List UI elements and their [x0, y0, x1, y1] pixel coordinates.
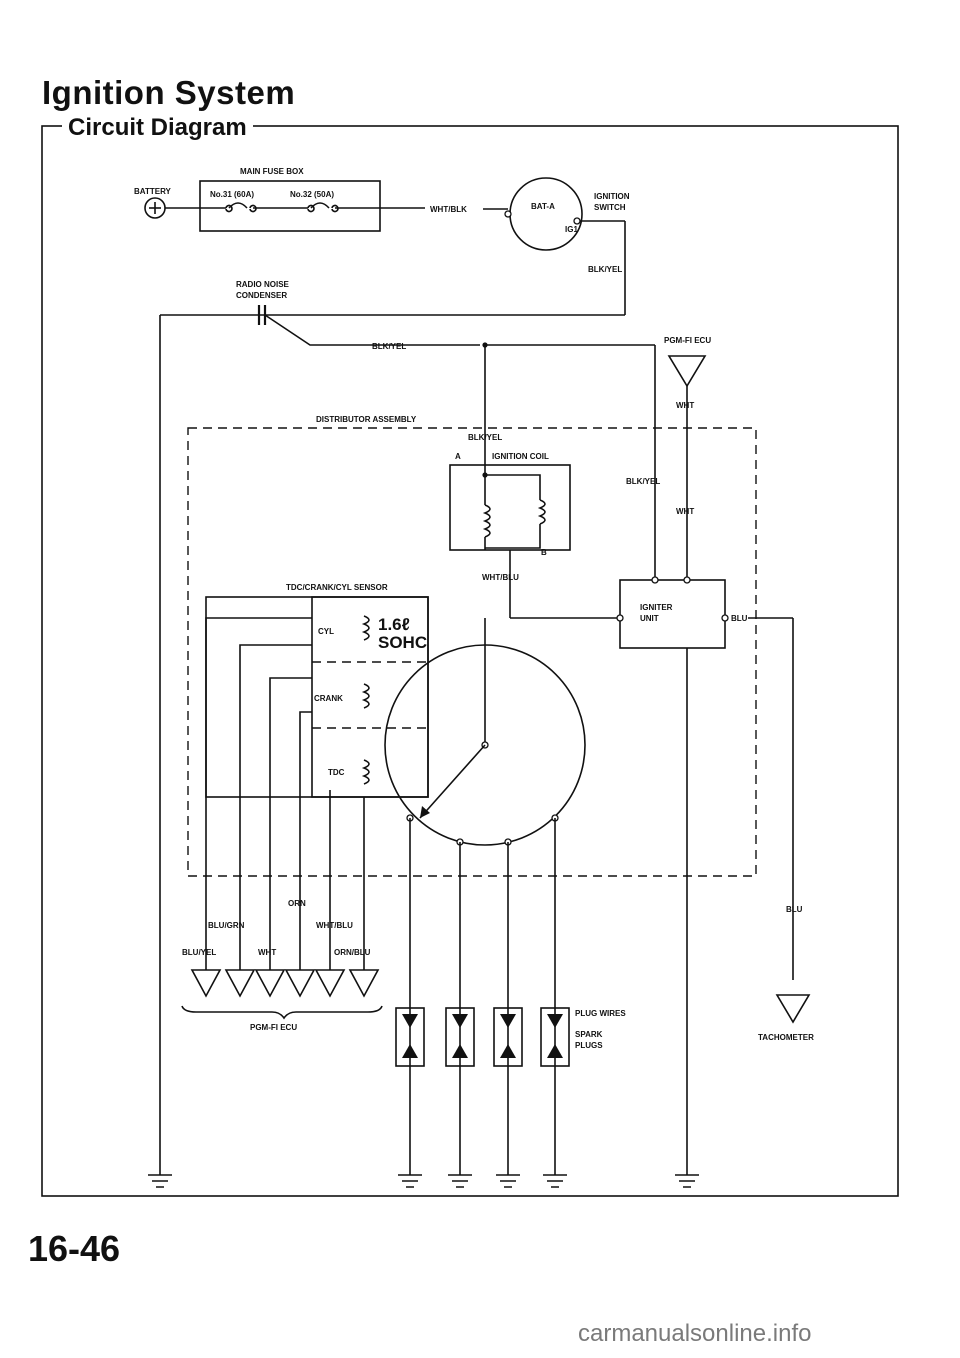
blk-yel-coil-label: BLK/YEL	[468, 433, 502, 442]
coil-primary-winding	[482, 504, 491, 550]
wht-top-label: WHT	[676, 401, 694, 410]
ignition-coil	[449, 464, 571, 551]
fuse-32-symbol	[253, 202, 425, 213]
page-title: Ignition System	[42, 74, 296, 111]
coil-b-label: B	[541, 548, 547, 557]
wht-blu-label: WHT/BLU	[482, 573, 519, 582]
pgm-fi-ecu-bottom-brace	[181, 1005, 383, 1020]
distributor-assembly-label: DISTRIBUTOR ASSEMBLY	[316, 415, 417, 424]
switch-label: SWITCH	[594, 203, 626, 212]
cyl-label: CYL	[318, 627, 334, 636]
pgm-fi-ecu-bottom-label: PGM-FI ECU	[250, 1023, 297, 1032]
cyl-winding	[361, 615, 370, 641]
pgm-fi-ecu-top-label: PGM-FI ECU	[664, 336, 711, 345]
pgm-fi-ecu-top-arrow	[667, 355, 707, 388]
blu-yel-label: BLU/YEL	[182, 948, 216, 957]
crank-winding	[361, 683, 370, 709]
condenser-label: CONDENSER	[236, 291, 287, 300]
ig1-label: IG1	[565, 225, 578, 234]
wht-bottom-label: WHT	[258, 948, 276, 957]
battery-label: BATTERY	[134, 187, 172, 196]
plugs-label: PLUGS	[575, 1041, 603, 1050]
coil-a-label: A	[455, 452, 461, 461]
tdc-label: TDC	[328, 768, 345, 777]
wht-right-label: WHT	[676, 507, 694, 516]
wht-blu-bottom-label: WHT/BLU	[316, 921, 353, 930]
radio-label: RADIO NOISE	[236, 280, 290, 289]
igniter-unit	[619, 579, 726, 649]
wht-blk-label: WHT/BLK	[430, 205, 467, 214]
tdc-winding	[361, 759, 370, 785]
blu-tach-label: BLU	[786, 905, 803, 914]
condenser-symbol	[257, 305, 480, 346]
ignition-switch	[509, 177, 583, 251]
tachometer-label: TACHOMETER	[758, 1033, 814, 1042]
engine-type-label: SOHC	[378, 633, 427, 652]
tachometer-arrow	[775, 994, 811, 1024]
blk-yel-right-label: BLK/YEL	[626, 477, 660, 486]
unit-label: UNIT	[640, 614, 659, 623]
plug-wires-label: PLUG WIRES	[575, 1009, 626, 1018]
blu-igniter-label: BLU	[731, 614, 748, 623]
crank-label: CRANK	[314, 694, 343, 703]
fuse-32-label: No.32 (50A)	[290, 190, 334, 199]
blu-grn-label: BLU/GRN	[208, 921, 245, 930]
spark-plugs	[395, 1007, 570, 1067]
watermark: carmanualsonline.info	[578, 1320, 812, 1347]
sensor-label: TDC/CRANK/CYL SENSOR	[286, 583, 388, 592]
ignition-label: IGNITION	[594, 192, 630, 201]
section-title: Circuit Diagram	[62, 114, 253, 142]
ignition-coil-label: IGNITION COIL	[492, 452, 549, 461]
igniter-label: IGNITER	[640, 603, 673, 612]
bat-a-label: BAT-A	[531, 202, 555, 211]
main-fuse-box	[199, 180, 381, 232]
pgm-fi-ecu-bottom-arrows	[190, 969, 380, 998]
distributor-assembly	[187, 427, 757, 877]
orn-blu-label: ORN/BLU	[334, 948, 371, 957]
page-number: 16-46	[28, 1228, 121, 1269]
fuse-31-symbol	[165, 202, 257, 213]
battery	[144, 197, 166, 219]
orn-label: ORN	[288, 899, 306, 908]
diagram-frame	[41, 125, 899, 1197]
blk-yel-switch-label: BLK/YEL	[588, 265, 622, 274]
ground-symbols	[148, 1174, 699, 1188]
coil-secondary-winding	[485, 499, 546, 549]
blk-yel-main-label: BLK/YEL	[372, 342, 406, 351]
engine-size-label: 1.6ℓ	[378, 615, 410, 634]
spark-label: SPARK	[575, 1030, 603, 1039]
main-fuse-box-label: MAIN FUSE BOX	[240, 167, 304, 176]
fuse-31-label: No.31 (60A)	[210, 190, 254, 199]
